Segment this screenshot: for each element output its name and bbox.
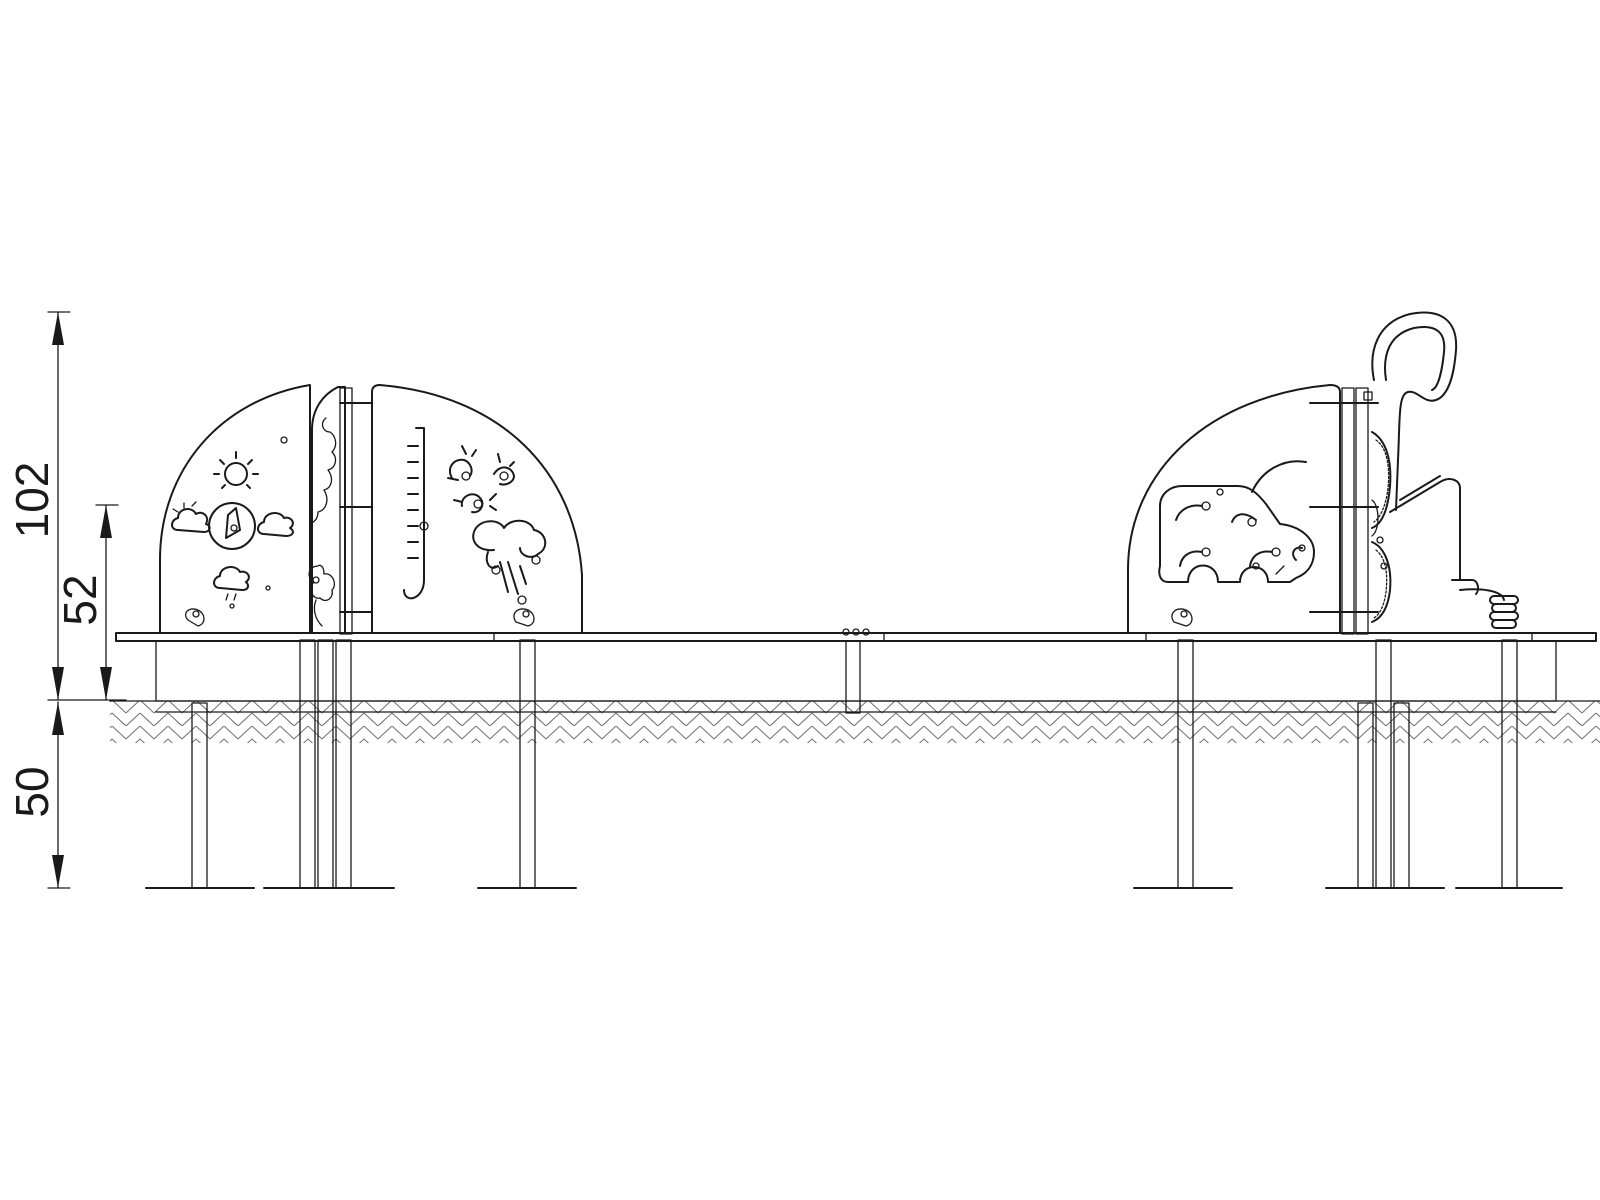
gear-icon (1371, 431, 1392, 623)
rain-cloud-icon (213, 566, 250, 609)
dimension-lines: 102 52 50 (6, 311, 127, 889)
arrow-down-icon (52, 667, 64, 700)
center-joint (845, 640, 861, 714)
platform (115, 628, 1597, 714)
sun-icon (213, 451, 259, 489)
arrow-up-icon (100, 505, 112, 538)
arrow-up-icon (52, 702, 64, 735)
dim-label-foundation: 50 (6, 766, 58, 817)
side-cloud-icons (308, 417, 337, 627)
car-icon (1158, 460, 1315, 583)
arrow-down-icon (100, 667, 112, 700)
deck-frame (155, 640, 1557, 702)
cloud-icon (257, 512, 294, 537)
bolt-cover (513, 608, 535, 627)
ground-hatch (110, 701, 1600, 743)
dim-label-platform: 52 (54, 574, 106, 625)
spring-icon (1451, 579, 1519, 629)
arrow-down-icon (52, 855, 64, 888)
bolt-cover (184, 608, 205, 627)
arrow-up-icon (52, 312, 64, 345)
dim-label-total: 102 (6, 462, 58, 539)
compass-icon (208, 502, 256, 550)
thermometer-icon (403, 427, 429, 600)
bolt-cover (1171, 608, 1193, 627)
weather-panel-unit (159, 384, 583, 635)
handle-icon (1371, 311, 1461, 581)
foundation-posts (145, 639, 1563, 889)
weather-panel-side (311, 386, 346, 634)
sun-icon (447, 445, 515, 514)
rain-cloud-icon (472, 519, 547, 605)
weather-panel-right (371, 384, 583, 634)
car-panel (1127, 384, 1341, 634)
car-panel-unit (1127, 311, 1519, 635)
